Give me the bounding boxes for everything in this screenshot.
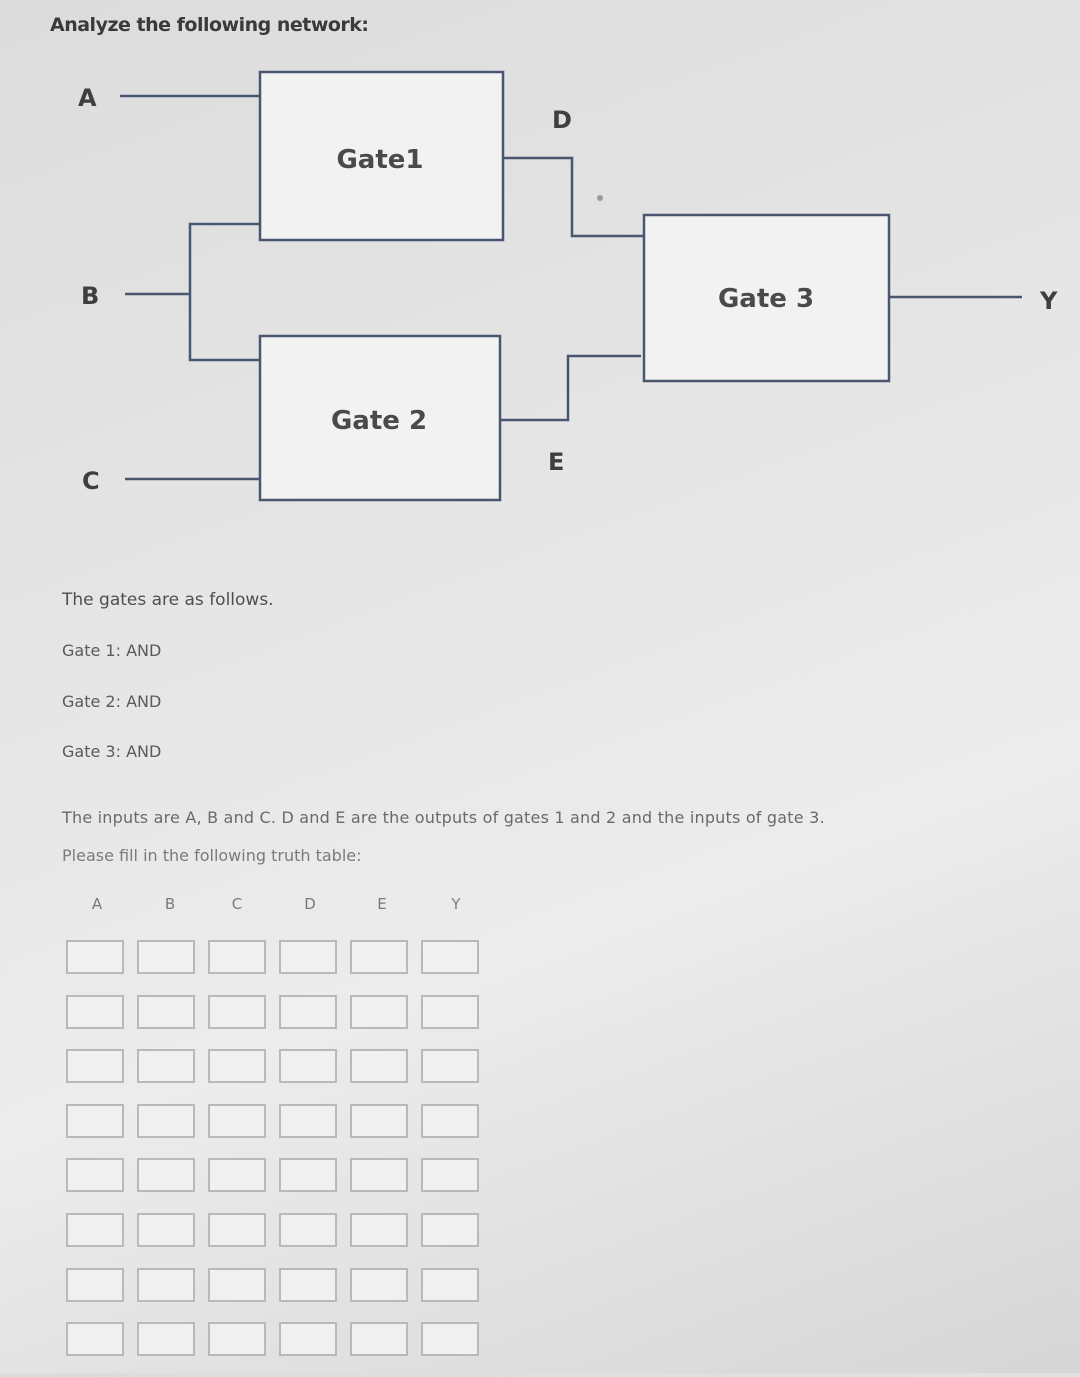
truth-table-input-e[interactable] — [350, 1049, 408, 1084]
truth-table-input-y[interactable] — [421, 940, 479, 974]
truth-table-input-c[interactable] — [208, 1049, 266, 1084]
truth-table-input-b[interactable] — [137, 1267, 195, 1302]
gate1-box — [258, 70, 505, 242]
column-header-c: C — [231, 895, 243, 913]
truth-table-input-y[interactable] — [421, 1103, 479, 1138]
truth-table-input-y[interactable] — [421, 994, 479, 1029]
logic-network-diagram: Gate1 Gate 2 Gate 3 A B C D E Y — [78, 70, 1058, 502]
truth-table-input-a[interactable] — [66, 994, 124, 1029]
truth-table-input-b[interactable] — [137, 940, 195, 974]
truth-table-input-d[interactable] — [279, 1212, 337, 1247]
column-header-b: B — [164, 895, 176, 913]
wire-b-branches — [188, 222, 260, 362]
wire-e-gate3 — [500, 354, 641, 422]
wire-d-gate3 — [503, 156, 644, 238]
truth-table-input-a[interactable] — [66, 1267, 124, 1302]
input-c-label: C — [82, 467, 100, 495]
truth-table-row — [66, 1322, 492, 1362]
truth-table-input-y[interactable] — [421, 1158, 479, 1193]
input-b-label: B — [81, 282, 99, 310]
truth-table-input-c[interactable] — [208, 994, 266, 1029]
truth-table-input-b[interactable] — [137, 1049, 195, 1084]
truth-table-input-e[interactable] — [350, 1322, 408, 1357]
truth-table-input-e[interactable] — [350, 1212, 408, 1247]
truth-table-input-e[interactable] — [350, 1267, 408, 1302]
truth-table-row — [66, 1158, 492, 1198]
truth-table-input-a[interactable] — [66, 1158, 124, 1193]
truth-table-grid — [66, 940, 492, 1377]
column-header-a: A — [91, 895, 103, 913]
truth-table-input-y[interactable] — [421, 1322, 479, 1357]
truth-table-input-d[interactable] — [279, 1103, 337, 1138]
truth-table-input-e[interactable] — [350, 994, 408, 1029]
truth-table-input-c[interactable] — [208, 940, 266, 974]
page-heading: Analyze the following network: — [50, 14, 369, 36]
truth-table-input-b[interactable] — [137, 994, 195, 1029]
truth-table-input-c[interactable] — [208, 1322, 266, 1357]
output-y-label: Y — [1039, 287, 1058, 315]
truth-table-input-b[interactable] — [137, 1212, 195, 1247]
truth-table-row — [66, 940, 492, 980]
truth-table-input-d[interactable] — [279, 1322, 337, 1357]
truth-table-row — [66, 994, 492, 1035]
truth-table-input-a[interactable] — [66, 940, 124, 974]
truth-table-input-e[interactable] — [350, 1103, 408, 1138]
truth-table-input-a[interactable] — [66, 1212, 124, 1247]
gate1-label: Gate1 — [336, 145, 423, 175]
gate2-label: Gate 2 — [331, 406, 427, 436]
truth-table-input-c[interactable] — [208, 1267, 266, 1302]
gate1-type-text: Gate 1: AND — [62, 641, 162, 660]
truth-table-input-y[interactable] — [421, 1212, 479, 1247]
gate2-type-text: Gate 2: AND — [62, 692, 162, 711]
truth-table-input-b[interactable] — [137, 1103, 195, 1138]
truth-table-input-a[interactable] — [66, 1049, 124, 1084]
inputs-description-text: The inputs are A, B and C. D and E are t… — [62, 808, 825, 827]
truth-table-input-c[interactable] — [208, 1103, 266, 1138]
column-header-y: Y — [451, 895, 461, 913]
gate3-label: Gate 3 — [718, 284, 814, 314]
truth-table-input-a[interactable] — [66, 1103, 124, 1138]
signal-e-label: E — [548, 448, 564, 476]
truth-table-row — [66, 1103, 492, 1144]
truth-table-input-y[interactable] — [421, 1049, 479, 1084]
truth-table-input-d[interactable] — [279, 1049, 337, 1084]
truth-table-input-d[interactable] — [279, 1158, 337, 1193]
truth-table-input-d[interactable] — [279, 994, 337, 1029]
column-header-d: D — [304, 895, 316, 913]
truth-table-input-d[interactable] — [279, 940, 337, 974]
stray-dot — [597, 195, 603, 201]
gates-intro-text: The gates are as follows. — [62, 590, 274, 610]
input-a-label: A — [78, 84, 97, 112]
instruction-text: Please fill in the following truth table… — [62, 846, 362, 865]
truth-table-row — [66, 1049, 492, 1089]
truth-table-input-y[interactable] — [421, 1267, 479, 1302]
truth-table-input-e[interactable] — [350, 1158, 408, 1193]
truth-table-input-c[interactable] — [208, 1212, 266, 1247]
truth-table-input-e[interactable] — [350, 940, 408, 974]
truth-table-row — [66, 1267, 492, 1308]
gate3-type-text: Gate 3: AND — [62, 742, 162, 761]
truth-table-input-b[interactable] — [137, 1158, 195, 1193]
signal-d-label: D — [552, 106, 572, 134]
truth-table-row — [66, 1212, 492, 1253]
truth-table-input-b[interactable] — [137, 1322, 195, 1357]
truth-table-input-c[interactable] — [208, 1158, 266, 1193]
column-header-e: E — [377, 895, 387, 913]
gate2-box — [258, 334, 502, 502]
gate3-box — [642, 213, 891, 383]
truth-table-input-a[interactable] — [66, 1322, 124, 1357]
truth-table-input-d[interactable] — [279, 1267, 337, 1302]
